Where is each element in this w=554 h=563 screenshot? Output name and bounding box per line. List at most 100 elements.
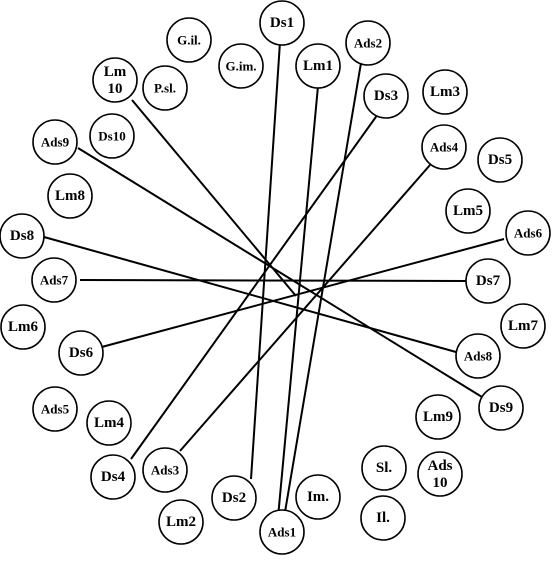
node-circle bbox=[142, 65, 188, 111]
node-label: Lm7 bbox=[508, 318, 539, 334]
node-circle bbox=[58, 330, 104, 376]
node-ds10: Ds10 bbox=[89, 113, 135, 159]
node-circle bbox=[259, 509, 305, 555]
node-label: Ds9 bbox=[489, 400, 513, 416]
node-circle bbox=[295, 43, 341, 89]
node-lm5: Lm5 bbox=[445, 188, 491, 234]
node-ads6: Ads6 bbox=[505, 210, 551, 256]
node-label: P.sl. bbox=[154, 81, 176, 96]
node-label: Il. bbox=[376, 510, 390, 526]
links-layer bbox=[43, 41, 505, 540]
link-ads6-ds6 bbox=[97, 238, 505, 349]
node-circle bbox=[158, 499, 204, 545]
node-label: Ds1 bbox=[270, 15, 294, 31]
node-g-im: G.im. bbox=[218, 43, 264, 89]
node-ds3: Ds3 bbox=[363, 73, 409, 119]
node-label: Lm1 bbox=[303, 58, 333, 74]
node-label: Ds10 bbox=[98, 129, 125, 144]
node-circle bbox=[31, 257, 77, 303]
node-ds4: Ds4 bbox=[90, 454, 136, 500]
node-circle bbox=[166, 17, 212, 63]
node-label: Ds5 bbox=[488, 152, 512, 168]
node-circle bbox=[505, 210, 551, 256]
node-circle bbox=[421, 124, 467, 170]
node-label: Lm3 bbox=[430, 84, 460, 100]
node-circle bbox=[360, 495, 406, 541]
node-label: Lm bbox=[104, 64, 127, 80]
node-ds6: Ds6 bbox=[58, 330, 104, 376]
node-label: Im. bbox=[307, 489, 329, 505]
node-label: Ads4 bbox=[430, 140, 459, 155]
node-label: G.il. bbox=[177, 33, 201, 48]
node-ads3: Ads3 bbox=[142, 447, 188, 493]
node-lm9: Lm9 bbox=[415, 394, 461, 440]
node-p-sl: P.sl. bbox=[142, 65, 188, 111]
node-im: Im. bbox=[295, 474, 341, 520]
node-label: Ads9 bbox=[41, 135, 70, 150]
node-label: Ds6 bbox=[69, 345, 94, 361]
node-circle bbox=[0, 213, 45, 259]
node-circle bbox=[465, 258, 511, 304]
node-label: Ds8 bbox=[10, 228, 34, 244]
node-circle bbox=[86, 400, 132, 446]
node-lm8: Lm8 bbox=[47, 173, 93, 219]
link-ads7-ds7 bbox=[79, 279, 468, 282]
node-label: Ds4 bbox=[101, 469, 126, 485]
node-circle bbox=[345, 20, 391, 66]
node-circle bbox=[218, 43, 264, 89]
node-ads1: Ads1 bbox=[259, 509, 305, 555]
node-g-il: G.il. bbox=[166, 17, 212, 63]
node-label: Lm2 bbox=[166, 514, 196, 530]
node-lm4: Lm4 bbox=[86, 400, 132, 446]
node-label: Ads1 bbox=[268, 525, 296, 540]
node-circle bbox=[417, 451, 463, 497]
node-label: Ads8 bbox=[464, 349, 493, 364]
node-circle bbox=[211, 475, 257, 521]
node-label: 10 bbox=[108, 81, 123, 97]
node-label: Sl. bbox=[376, 460, 393, 476]
node-ads5: Ads5 bbox=[32, 386, 78, 432]
node-lm1: Lm1 bbox=[295, 43, 341, 89]
node-circle bbox=[415, 394, 461, 440]
node-ds1: Ds1 bbox=[259, 0, 305, 46]
node-ds2: Ds2 bbox=[211, 475, 257, 521]
node-label: Lm5 bbox=[453, 203, 483, 219]
node-label: Ads2 bbox=[354, 36, 382, 51]
node-ads4: Ads4 bbox=[421, 124, 467, 170]
node-ds5: Ds5 bbox=[477, 137, 523, 183]
node-circle bbox=[47, 173, 93, 219]
link-lm1-lm2 bbox=[275, 85, 319, 540]
node-label: 10 bbox=[433, 475, 448, 491]
node-circle bbox=[477, 137, 523, 183]
node-lm3: Lm3 bbox=[422, 69, 468, 115]
node-circle bbox=[90, 454, 136, 500]
node-circle bbox=[295, 474, 341, 520]
node-label: Ads bbox=[427, 458, 452, 474]
node-circle bbox=[455, 333, 501, 379]
node-label: Ads7 bbox=[40, 273, 69, 288]
node-ds8: Ds8 bbox=[0, 213, 45, 259]
node-circle bbox=[259, 0, 305, 46]
node-circle bbox=[478, 385, 524, 431]
node-circle bbox=[89, 113, 135, 159]
node-circle bbox=[500, 303, 546, 349]
node-ads7: Ads7 bbox=[31, 257, 77, 303]
node-circle bbox=[92, 57, 138, 103]
node-label: Ds7 bbox=[476, 273, 501, 289]
link-ads4-ads3 bbox=[179, 164, 431, 452]
node-sl: Sl. bbox=[361, 445, 407, 491]
node-label: Ads3 bbox=[151, 463, 180, 478]
node-circle bbox=[32, 386, 78, 432]
node-circle bbox=[32, 119, 78, 165]
node-label: Lm9 bbox=[423, 409, 453, 425]
node-circle bbox=[422, 69, 468, 115]
node-label: Ds3 bbox=[374, 88, 398, 104]
node-circle bbox=[0, 304, 46, 350]
node-ads8: Ads8 bbox=[455, 333, 501, 379]
link-lm10-ads1 bbox=[131, 99, 297, 297]
node-label: Ds2 bbox=[222, 490, 246, 506]
